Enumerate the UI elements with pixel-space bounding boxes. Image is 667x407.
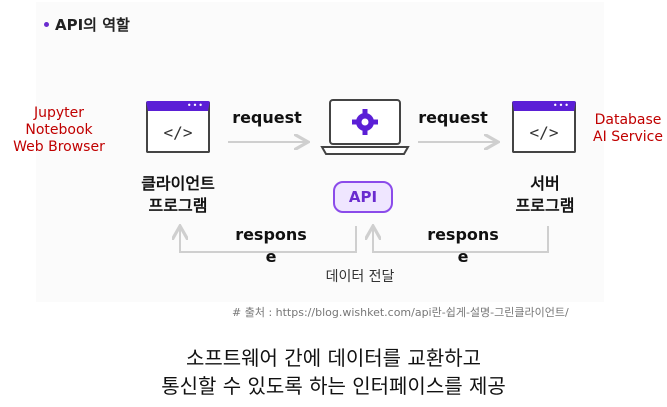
client-example-2: Web Browser <box>13 139 105 155</box>
client-name-line1: 클라이언트 <box>141 174 215 193</box>
server-example-1: Database <box>594 112 662 128</box>
response-right-line1: respons <box>427 225 499 244</box>
client-name-line2: 프로그램 <box>148 196 208 215</box>
request-label-left: request <box>232 108 302 127</box>
response-label-left: respons e <box>226 224 316 268</box>
client-example-1: Jupyter Notebook <box>25 105 93 138</box>
client-program-label: 클라이언트 프로그램 <box>118 173 238 217</box>
response-left-line2: e <box>265 247 277 266</box>
code-window-icon: ••• </> <box>146 101 210 153</box>
client-code-glyph: </> <box>163 123 193 142</box>
server-program-label: 서버 프로그램 <box>490 173 600 217</box>
server-examples: Database AI Service <box>590 112 666 146</box>
source-citation: # 출처 : https://blog.wishket.com/api란-쉽게-… <box>232 306 569 319</box>
response-arrow-left <box>180 226 357 253</box>
data-transfer-label: 데이터 전달 <box>325 269 395 285</box>
response-right-line2: e <box>457 247 469 266</box>
server-name-line1: 서버 <box>530 174 560 193</box>
caption-line-2: 통신할 수 있도록 하는 인터페이스를 제공 <box>161 374 506 398</box>
section-title: API의 역할 <box>55 16 130 34</box>
response-left-line1: respons <box>235 225 307 244</box>
response-arrow-right <box>373 226 549 253</box>
caption-line-1: 소프트웨어 간에 데이터를 교환하고 <box>185 346 482 370</box>
response-label-right: respons e <box>418 224 508 268</box>
server-code-glyph: </> <box>529 123 559 142</box>
server-name-line2: 프로그램 <box>515 196 575 215</box>
section-header: API의 역할 <box>44 14 130 35</box>
request-label-right: request <box>418 108 488 127</box>
api-badge: API <box>333 181 393 213</box>
client-examples: Jupyter Notebook Web Browser <box>0 105 118 156</box>
code-window-icon: ••• </> <box>512 101 576 153</box>
laptop-gear-icon <box>320 99 410 155</box>
bullet-dot <box>44 22 49 27</box>
server-example-2: AI Service <box>593 129 663 145</box>
